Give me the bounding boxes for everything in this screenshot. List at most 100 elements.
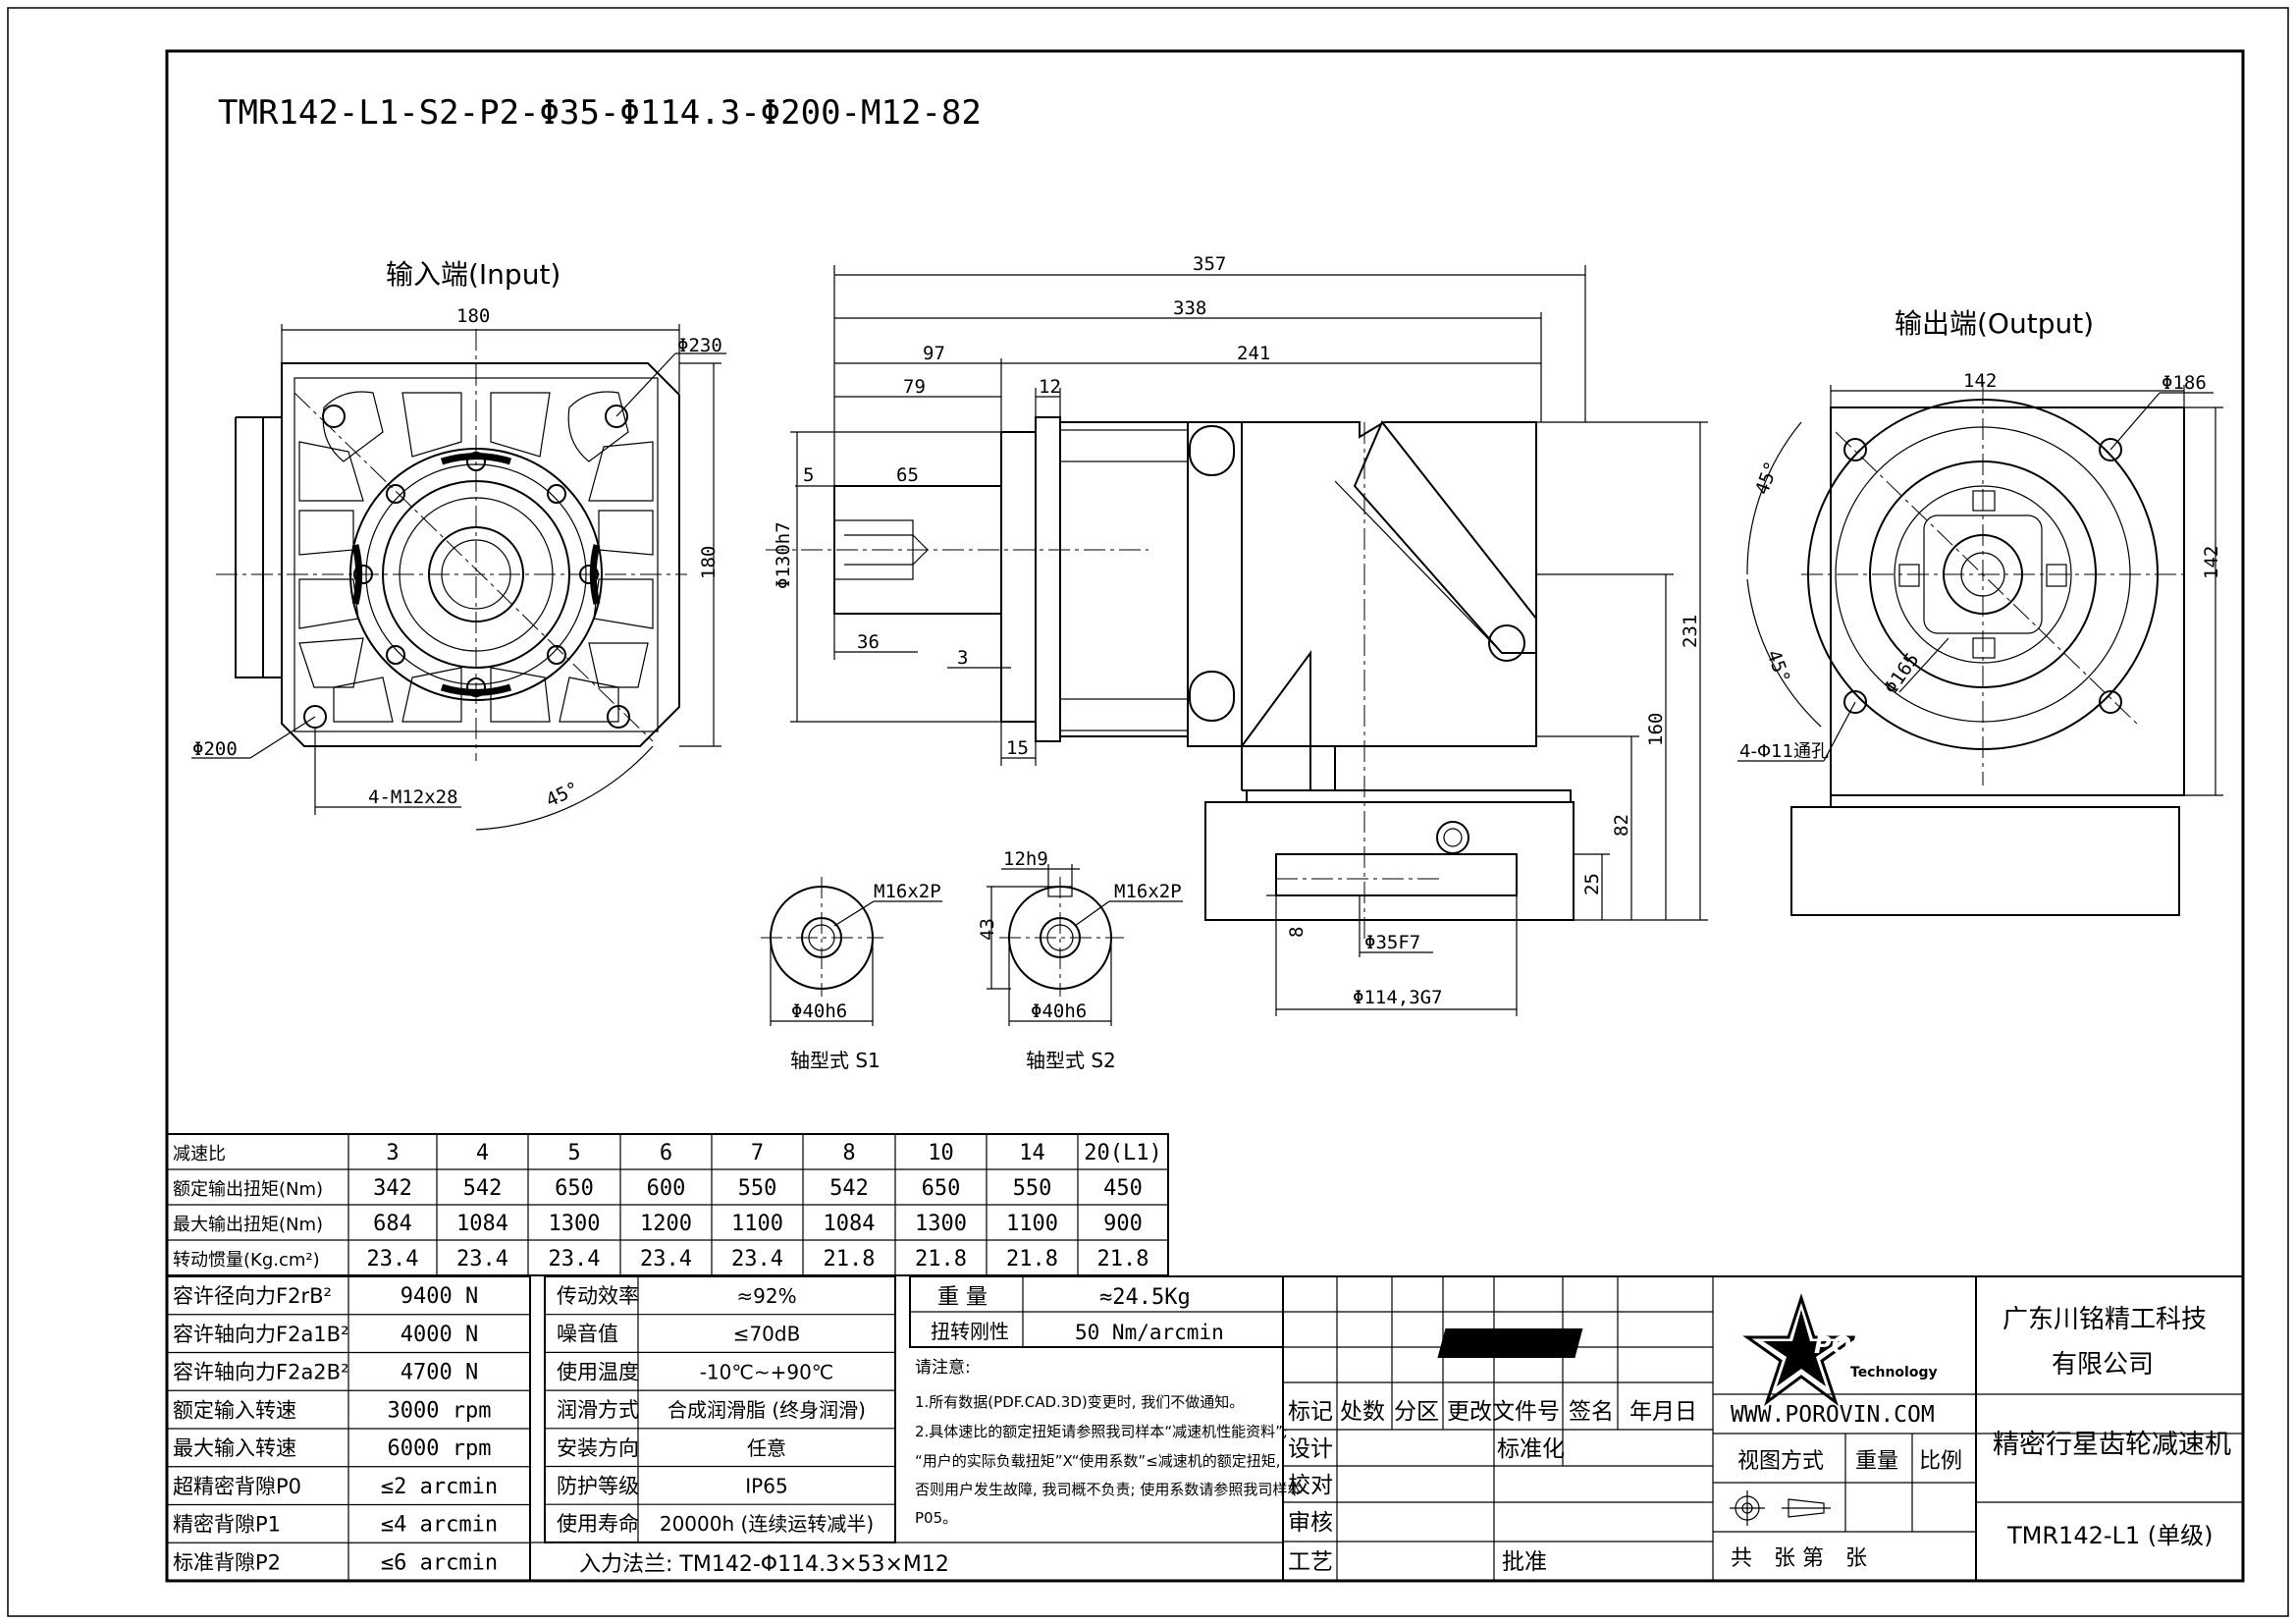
spec-cell: 600 [647,1176,686,1201]
output-height-dim: 142 [2201,546,2222,579]
param-a-label: 容许轴向力F2a2B² [173,1361,349,1384]
company-name-1: 广东川铭精工科技 [2002,1305,2207,1334]
spec-cell: 684 [373,1212,412,1236]
side-d65-dim: 65 [896,464,919,486]
porovin-logo: POROVIN Technology [1437,1293,1938,1407]
input-bolt-circle-dim: Φ230 [677,335,722,356]
s2-height-dim: 43 [977,918,998,941]
param-a-label: 容许径向力F2rB² [173,1284,332,1308]
param-a-value: 4000 N [400,1323,478,1347]
spec-cell: 23.4 [731,1247,783,1272]
note-line-3: “用户的实际负载扭矩”X“使用系数”≤减速机的额定扭矩, [915,1452,1281,1470]
params-table-a: 容许径向力F2rB² 9400 N 容许轴向力F2a1B² 4000 N 容许轴向力F2… [166,1275,531,1582]
projection-symbol-icon [1730,1490,1831,1526]
stiffness-label: 扭转刚性 [931,1320,1009,1343]
param-b-value: 20000h (连续运转减半) [660,1512,874,1536]
param-b-label: 防护等级 [557,1475,639,1498]
s2-dia-dim: Φ40h6 [1031,1001,1087,1022]
param-a-value: 9400 N [400,1284,478,1309]
spec-cell: 1084 [456,1212,508,1236]
spec-cell: 342 [373,1176,412,1201]
output-angle2-dim: 45° [1762,647,1793,686]
param-a-value: 3000 rpm [388,1398,492,1423]
side-bore-dim: Φ35F7 [1364,932,1420,953]
note-line-5: P05。 [915,1509,957,1527]
output-view-label: 输出端(Output) [1895,307,2094,340]
spec-cell: 23.4 [549,1247,601,1272]
tb-design: 设计 [1288,1436,1333,1462]
side-shaft-dia-dim: Φ130h7 [773,521,794,589]
param-b-label: 润滑方式 [557,1398,639,1422]
spec-row-label: 减速比 [173,1144,226,1164]
output-width-dim: 142 [1963,370,1997,392]
output-view: 输出端(Output) 142 Φ186 142 [1737,307,2223,916]
param-a-label: 容许轴向力F2a1B² [173,1323,349,1346]
spec-cell: 1100 [1006,1212,1058,1236]
drawing-title: TMR142-L1-S2-P2-Φ35-Φ114.3-Φ200-M12-82 [218,93,982,133]
tb-sheets: 共 张 第 张 [1731,1546,1867,1571]
shaft-s2-view: 12h9 M16x2P 43 Φ40h6 轴型式 S2 [977,848,1183,1072]
tb-scale: 比例 [1919,1449,1962,1474]
spec-cell: 550 [1013,1176,1052,1201]
side-d241-dim: 241 [1237,343,1270,364]
tb-check: 校对 [1288,1473,1333,1498]
spec-cell: 5 [567,1141,580,1165]
side-body-dim: 338 [1173,298,1206,319]
tb-header-date: 年月日 [1629,1399,1697,1425]
s1-label: 轴型式 S1 [790,1049,881,1072]
product-name: 精密行星齿轮减速机 [1993,1430,2231,1460]
input-angle-dim: 45° [543,778,582,811]
side-d97-dim: 97 [923,343,945,364]
side-h231-dim: 231 [1680,615,1701,648]
spec-cell: 1084 [824,1212,876,1236]
spec-cell: 1200 [640,1212,692,1236]
input-height-dim: 180 [698,546,720,579]
spec-cell: 20(L1) [1084,1141,1161,1165]
param-b-label: 噪音值 [557,1323,618,1346]
param-b-label: 传动效率 [557,1284,639,1308]
param-a-value: ≤4 arcmin [381,1513,498,1538]
tb-header-zone: 分区 [1394,1399,1439,1425]
tb-header-count: 处数 [1340,1399,1385,1425]
spec-cell: 3 [386,1141,399,1165]
note-line-2: 2.具体速比的额定扭矩请参照我司样本“减速机性能资料”; [915,1423,1288,1440]
spec-cell: 650 [555,1176,594,1201]
side-d5-dim: 5 [803,464,814,486]
spec-cell: 6 [660,1141,672,1165]
tb-process: 工艺 [1288,1549,1333,1575]
spec-cell: 21.8 [915,1247,967,1272]
tb-header-signature: 签名 [1569,1399,1614,1425]
title-block: 标记 处数 分区 更改文件号 签名 年月日 设计 标准化 校对 审核 工艺 批准… [1282,1275,2244,1582]
side-d36-dim: 36 [857,631,880,653]
output-holes-dim: 4-Φ11通孔 [1739,741,1829,762]
s2-key-dim: 12h9 [1003,848,1048,870]
param-b-label: 安装方向 [557,1436,639,1460]
side-d12-dim: 12 [1039,376,1061,398]
side-total-dim: 357 [1193,253,1226,275]
spec-cell: 542 [829,1176,869,1201]
input-width-dim: 180 [456,305,490,327]
tb-header-mark: 标记 [1288,1399,1333,1425]
side-h25-dim: 25 [1581,873,1603,895]
spec-cell: 8 [842,1141,855,1165]
weight-label: 重 量 [937,1285,988,1310]
spec-cell: 21.8 [1097,1247,1149,1272]
side-d15-dim: 15 [1006,737,1029,759]
param-a-label: 额定输入转速 [173,1398,296,1422]
params-table-b: 传动效率≈92%噪音值≤70dB使用温度-10℃~+90℃润滑方式合成润滑脂 (… [544,1275,896,1543]
param-a-label: 标准背隙P2 [173,1550,281,1574]
param-b-value: IP65 [745,1475,787,1498]
param-b-value: -10℃~+90℃ [700,1360,834,1383]
spec-row-label: 转动惯量(Kg.cm²) [173,1250,320,1271]
param-a-value: ≤2 arcmin [381,1475,498,1499]
spec-cell: 7 [751,1141,764,1165]
spec-cell: 23.4 [456,1247,508,1272]
tb-view-method: 视图方式 [1737,1449,1824,1474]
drawing-frame [165,49,2245,1583]
tb-weight: 重量 [1855,1449,1898,1474]
logo-sub: Technology [1850,1365,1938,1380]
weight-notes-block: 重 量 ≈24.5Kg 扭转刚性 50 Nm/arcmin 请注意: 1.所有数… [909,1275,1302,1527]
side-d79-dim: 79 [903,376,926,398]
param-a-label: 超精密背隙P0 [173,1475,301,1498]
spec-cell: 23.4 [640,1247,692,1272]
